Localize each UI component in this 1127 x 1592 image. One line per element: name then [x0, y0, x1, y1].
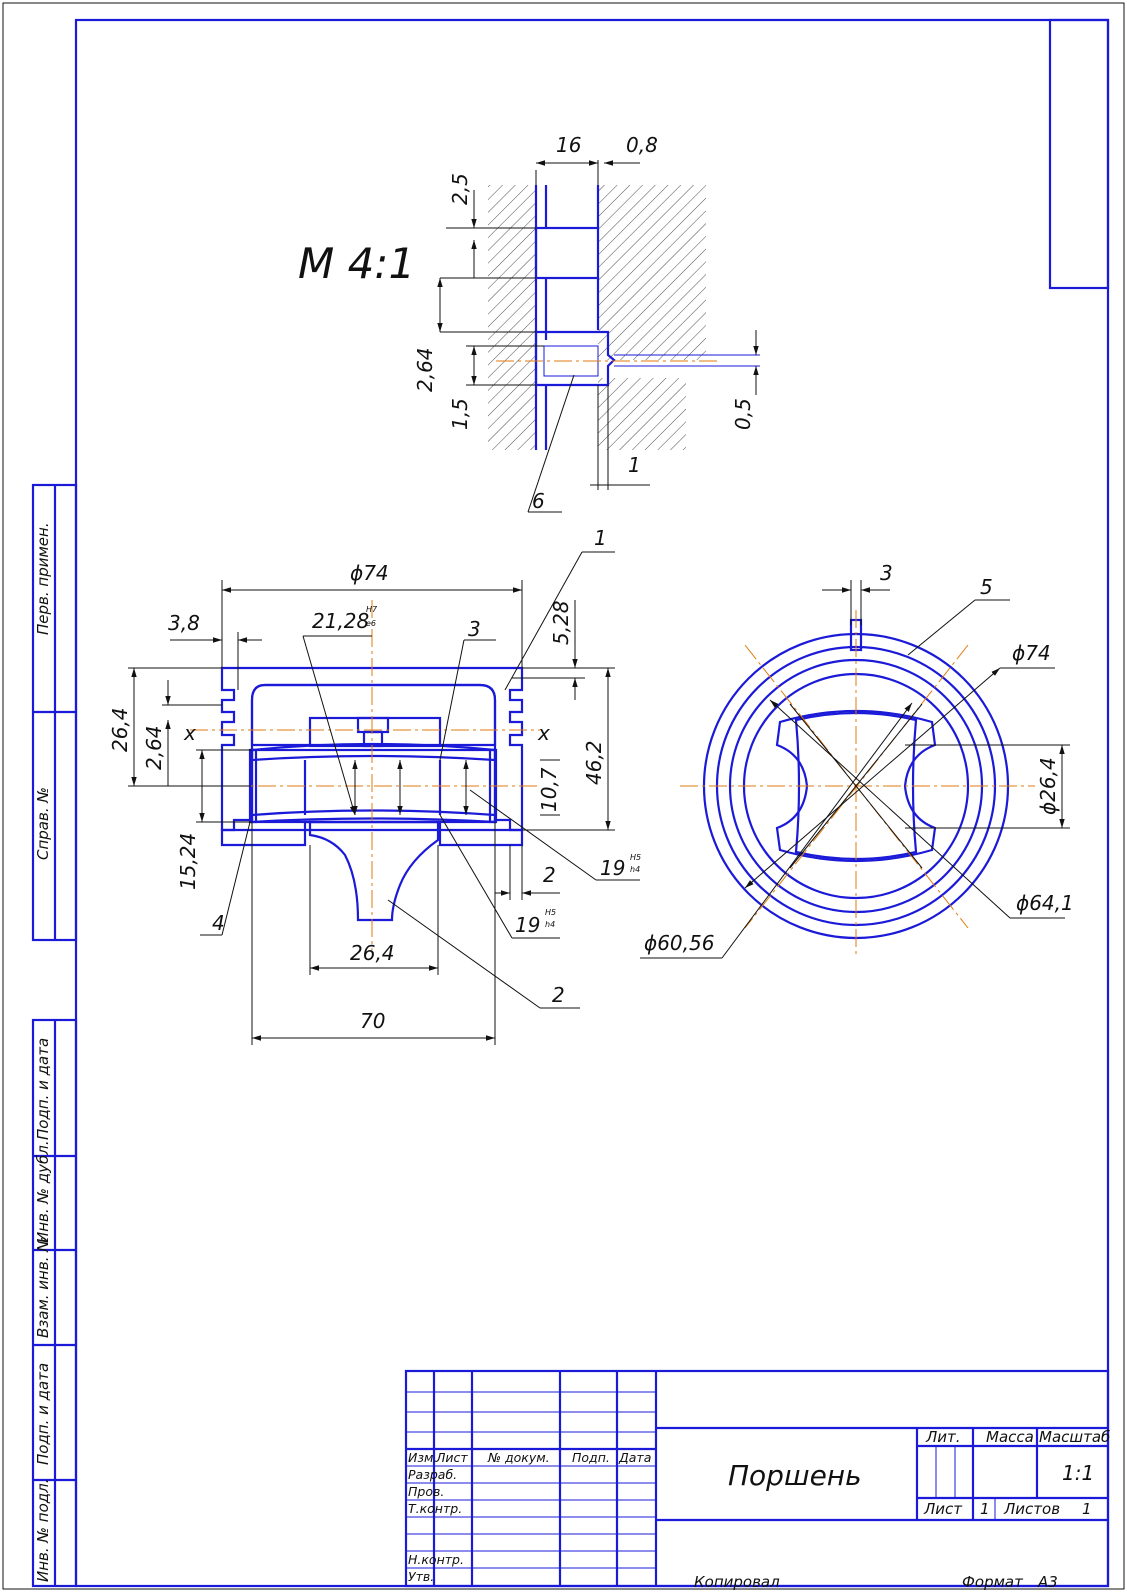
leader-4: 4 — [212, 911, 225, 935]
tb-col-doc: № докум. — [487, 1450, 550, 1465]
tb-lit: Лит. — [925, 1428, 961, 1446]
title-block: Изм. Лист № докум. Подп. Дата Разраб. Пр… — [404, 1369, 1110, 1588]
leader-3: 3 — [468, 617, 481, 641]
fit-h4-b: h4 — [545, 920, 555, 929]
tb-col-list: Лист — [435, 1450, 468, 1465]
tb-col-podp: Подп. — [572, 1450, 610, 1465]
dim-70: 70 — [360, 1009, 385, 1033]
side-label-podp2: Подп. и дата — [34, 1363, 52, 1465]
side-label-podp1: Подп. и дата — [34, 1038, 52, 1140]
tb-sheets-value: 1 — [1082, 1500, 1092, 1518]
round-dim-dia64-1: ϕ64,1 — [1016, 891, 1074, 915]
dim-3-8: 3,8 — [168, 611, 200, 635]
dim-26-4-left: 26,4 — [108, 707, 132, 752]
dim-0-8: 0,8 — [626, 133, 658, 157]
detail-view: M 4:1 16 0,8 2,5 2,64 — [298, 133, 760, 513]
round-dim-3: 3 — [880, 561, 893, 585]
tb-sheet-value: 1 — [980, 1500, 990, 1518]
leader-2: 2 — [552, 983, 565, 1007]
dim-21-28: 21,28 — [312, 609, 369, 633]
tb-row-utv: Утв. — [408, 1569, 434, 1584]
tb-scale-value: 1:1 — [1062, 1461, 1094, 1485]
drawing-name: Поршень — [728, 1459, 862, 1492]
side-strip: Перв. примен. Справ. № Подп. и дата Инв.… — [31, 483, 78, 1588]
dim-2-64: 2,64 — [413, 347, 437, 392]
side-label-sprav: Справ. № — [34, 787, 52, 860]
leader-5: 5 — [980, 575, 993, 599]
fit-h7: H7 — [366, 605, 378, 614]
dim-19-b: 19 — [515, 913, 540, 937]
tb-sheet-label: Лист — [923, 1500, 963, 1518]
dim-2: 2 — [543, 863, 556, 887]
round-dim-dia26-4: ϕ26,4 — [1036, 757, 1060, 815]
tb-row-nkontr: Н.контр. — [408, 1552, 464, 1567]
fit-h5-b: H5 — [545, 908, 556, 917]
fit-h5-a: H5 — [630, 853, 641, 862]
tb-row-prov: Пров. — [408, 1484, 444, 1499]
dim-46-2: 46,2 — [582, 740, 606, 785]
section-mark-x-right: x — [537, 721, 550, 745]
tb-col-izm: Изм. — [408, 1450, 437, 1465]
footer-format-label: Формат — [962, 1573, 1024, 1591]
tb-row-razrab: Разраб. — [408, 1467, 457, 1482]
leader-6: 6 — [532, 489, 545, 513]
dim-0-5: 0,5 — [731, 398, 755, 430]
leader-1: 1 — [594, 526, 607, 550]
dim-15-24: 15,24 — [176, 833, 200, 890]
tb-sheets-label: Листов — [1003, 1500, 1060, 1518]
tb-row-tkontr: Т.контр. — [408, 1501, 462, 1516]
main-section-view: ϕ74 3,8 21,28 H7 e6 5,28 26,4 2,64 15,24… — [108, 526, 641, 1045]
tb-massa: Масса — [986, 1428, 1034, 1446]
dim-19-a: 19 — [600, 856, 625, 880]
footer-copied: Копировал — [694, 1573, 780, 1591]
dim-1-5: 1,5 — [448, 398, 472, 430]
dim-26-4-bottom: 26,4 — [350, 941, 395, 965]
round-view: 3 5 ϕ74 ϕ26,4 ϕ64,1 ϕ60,56 — [640, 561, 1074, 959]
tb-col-data: Дата — [618, 1450, 651, 1465]
side-label-perv: Перв. примен. — [34, 522, 52, 635]
footer-format-value: А3 — [1037, 1573, 1058, 1591]
tb-masshtab: Масштаб — [1039, 1428, 1110, 1446]
dim-10-7: 10,7 — [537, 767, 561, 812]
section-mark-x-left: x — [183, 721, 196, 745]
fit-e6: e6 — [366, 619, 376, 628]
side-label-inv-podl: Инв. № подл. — [34, 1479, 52, 1582]
dim-2-5: 2,5 — [448, 173, 472, 205]
side-label-vzam: Взам. инв. № — [34, 1236, 52, 1338]
round-dim-dia74: ϕ74 — [1012, 641, 1051, 665]
dim-2-64-left: 2,64 — [142, 725, 166, 770]
dim-5-28: 5,28 — [549, 600, 573, 645]
side-label-inv-dubl: Инв. № дубл. — [34, 1140, 52, 1243]
dim-1: 1 — [628, 453, 641, 477]
dim-dia74: ϕ74 — [350, 561, 389, 585]
dim-16: 16 — [556, 133, 581, 157]
fit-h4-a: h4 — [630, 865, 640, 874]
round-dim-dia60-56: ϕ60,56 — [644, 931, 714, 955]
scale-label: M 4:1 — [298, 239, 415, 288]
